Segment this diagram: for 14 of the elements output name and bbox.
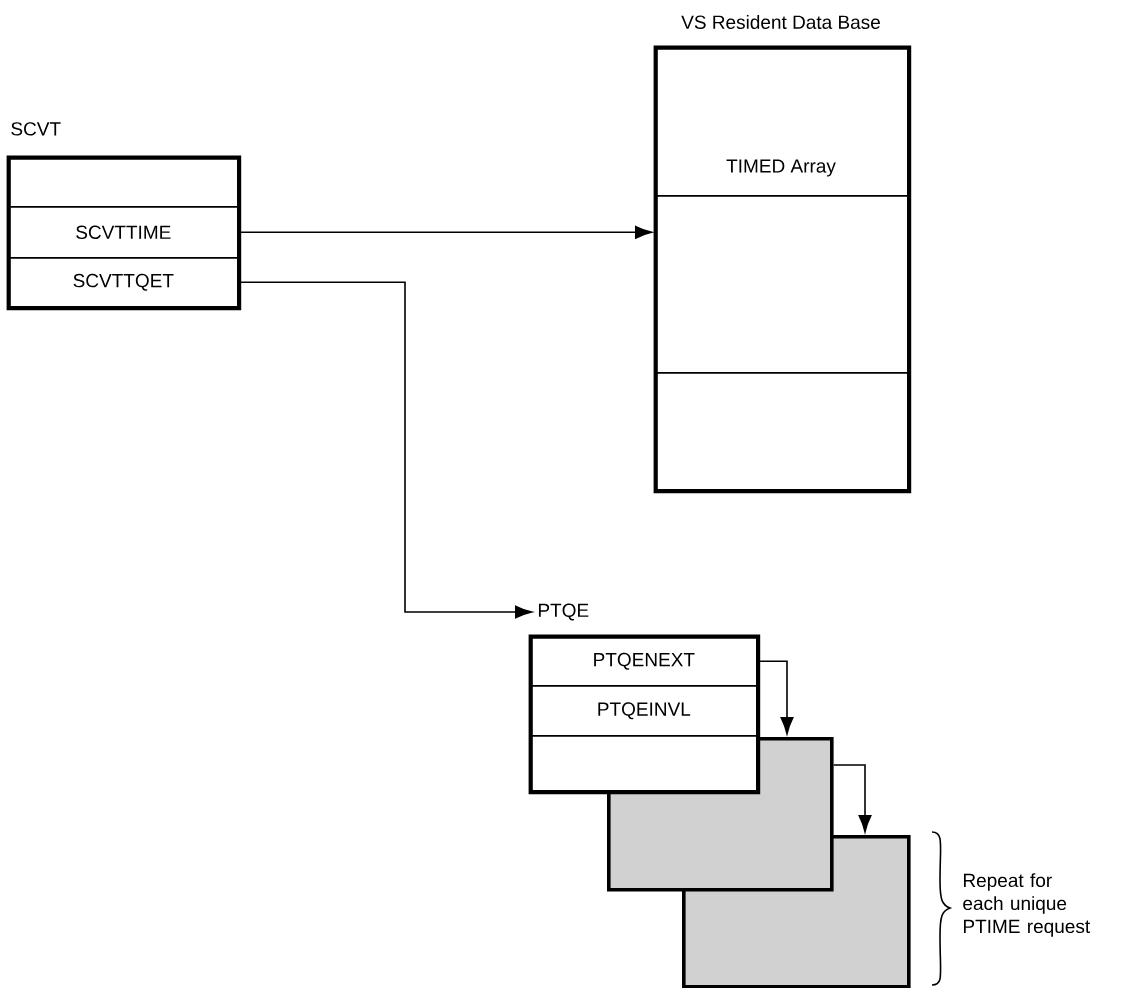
table-cell (655, 372, 909, 491)
table-cell (530, 735, 758, 792)
table-cell (8, 157, 239, 208)
table-cell: TIMED Array (655, 47, 909, 197)
table-heading: VS Resident Data Base (681, 15, 880, 29)
table-cell: PTQEINVL (530, 685, 758, 737)
table-cell: SCVTTIME (8, 206, 239, 259)
arrow (832, 764, 872, 833)
note: Repeat for each unique PTIME request (963, 873, 1090, 937)
table-cell: PTQENEXT (530, 636, 758, 687)
table-heading: PTQE (538, 603, 589, 621)
table-heading: SCVT (11, 122, 61, 136)
table-cell: SCVTTQET (8, 257, 239, 308)
table-cell (655, 195, 909, 374)
